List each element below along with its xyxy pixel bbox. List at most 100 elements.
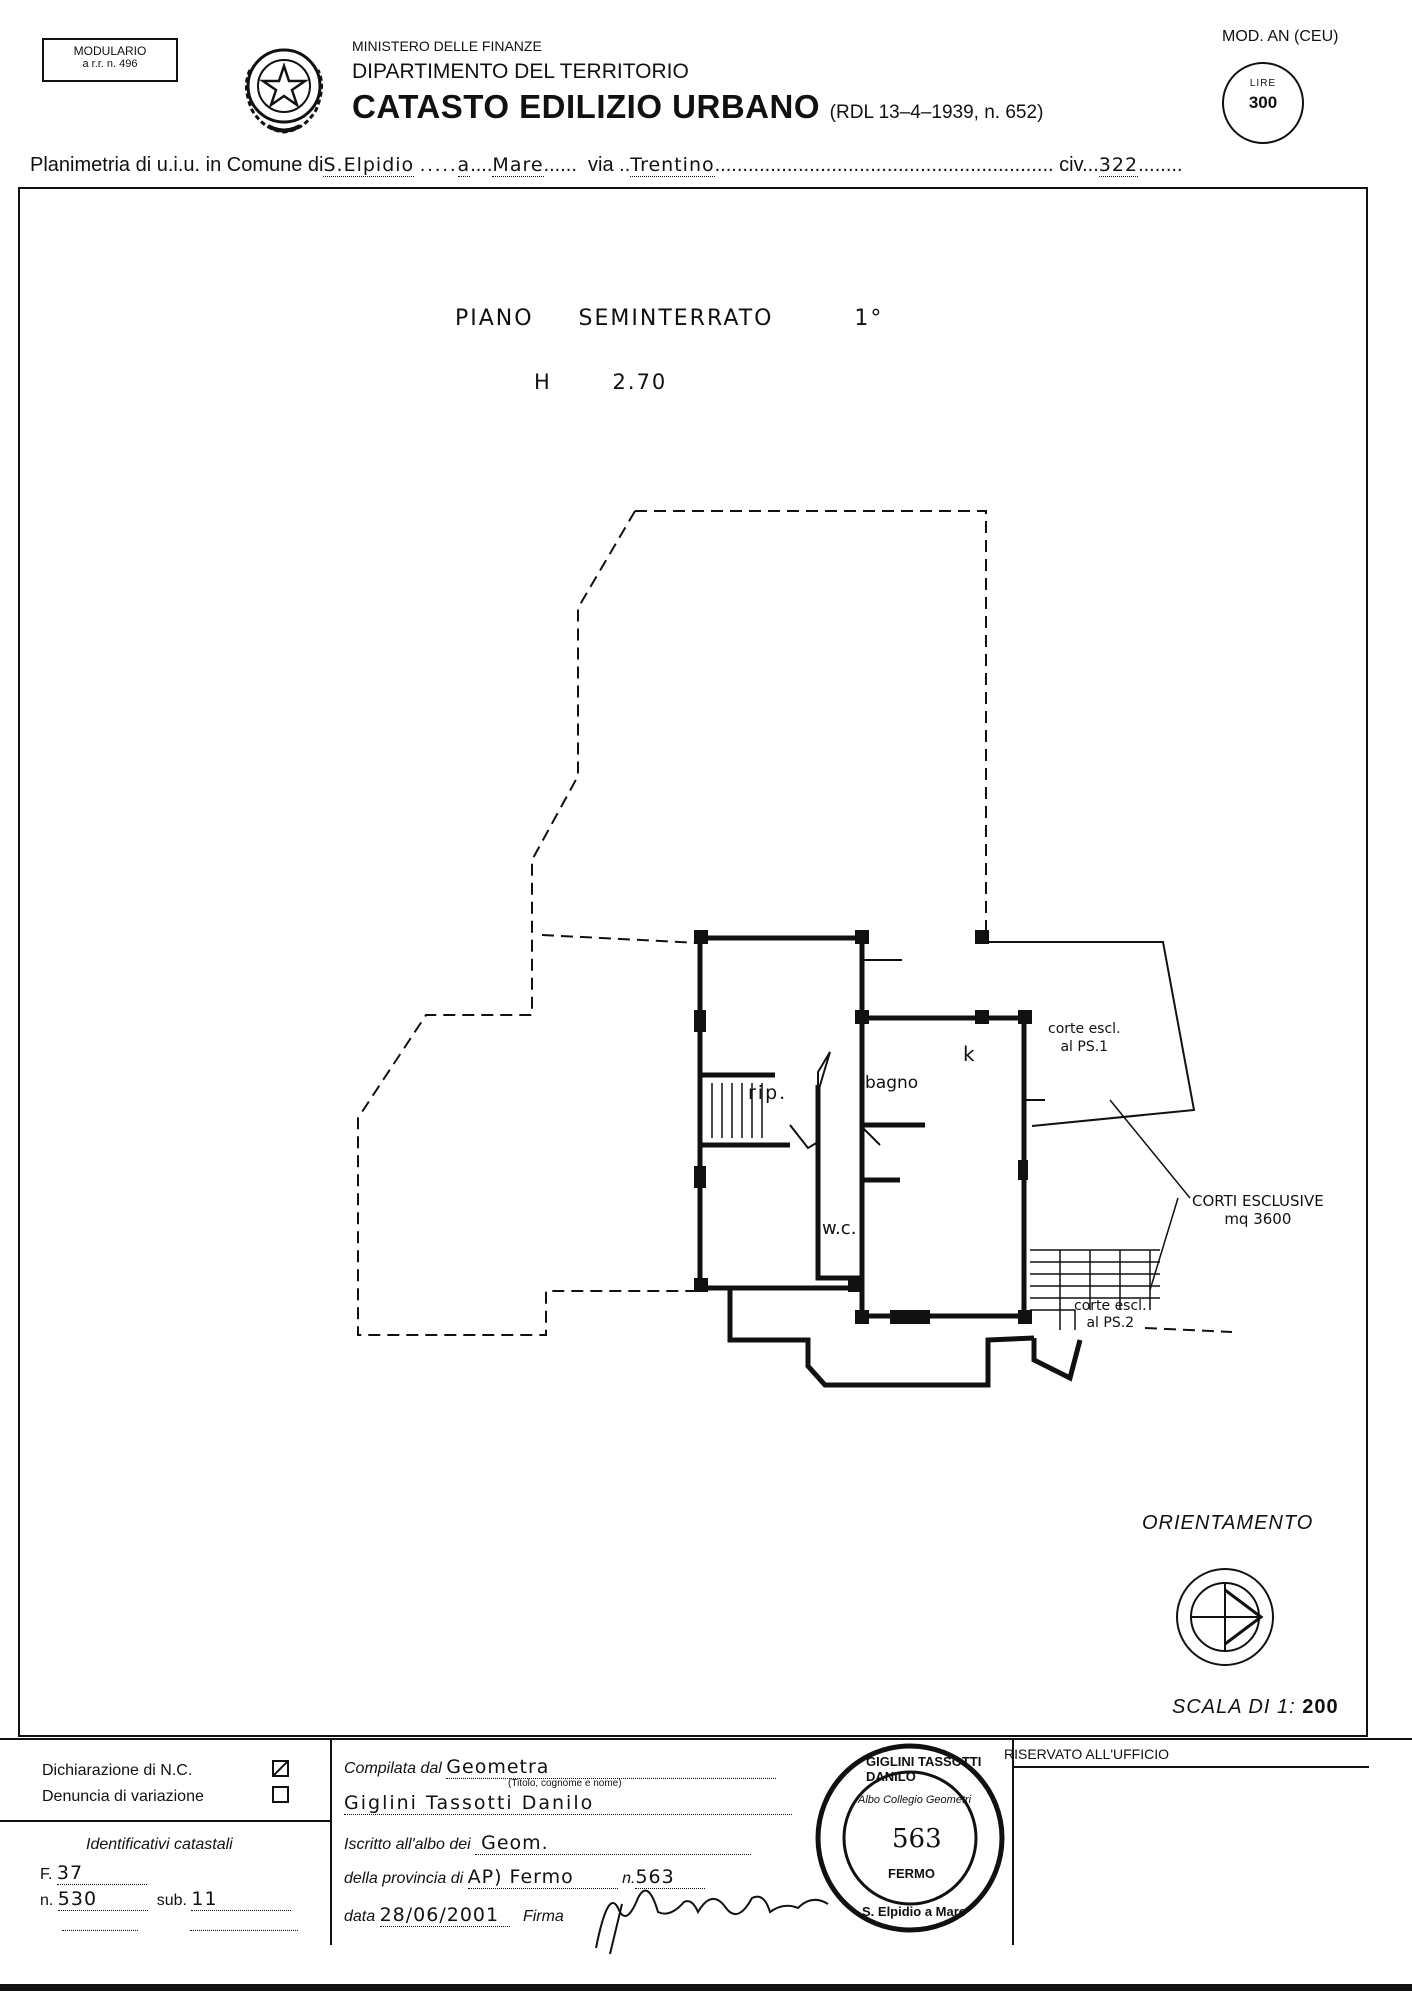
compass-icon xyxy=(1176,1568,1274,1666)
province-row: della provincia di AP) Fermo n.563 xyxy=(344,1866,706,1889)
floor-height: H 2.70 xyxy=(534,370,667,394)
compiled-by-row: Compilata dal Geometra xyxy=(344,1756,777,1779)
model-code: MOD. AN (CEU) xyxy=(1222,28,1339,45)
date-value: 28/06/2001 xyxy=(379,1904,510,1927)
variation-report-label: Denuncia di variazione xyxy=(42,1788,204,1805)
floor-type: SEMINTERRATO xyxy=(578,306,774,331)
stamp-bottom-text: S. Elpidio a Mare xyxy=(862,1904,967,1919)
plan-prefix: Planimetria di u.i.u. in Comune di xyxy=(30,154,324,176)
register-value: Geom. xyxy=(475,1832,752,1855)
sub-value: 11 xyxy=(191,1888,292,1911)
courtyard-1-label: corte escl. al PS.1 xyxy=(1048,1020,1121,1056)
courtyard-2-label: corte escl. al PS.2 xyxy=(1074,1298,1147,1332)
sheet-f-label: F. xyxy=(40,1866,53,1883)
footer-divider-right xyxy=(1012,1740,1014,1945)
extra-field-1 xyxy=(62,1930,138,1931)
via-value: Trentino xyxy=(630,154,715,177)
checkmark-icon xyxy=(274,1762,287,1775)
republic-emblem-icon xyxy=(245,48,323,134)
parcel-row: n. 530 sub. 11 xyxy=(40,1888,292,1911)
office-reserved-label: RISERVATO ALL'UFFICIO xyxy=(1004,1746,1170,1762)
scale-label: SCALA DI 1: 200 xyxy=(1172,1696,1339,1719)
scale-value: 200 xyxy=(1302,1696,1339,1718)
stamp-top-text: GIGLINI TASSOTTI DANILO xyxy=(866,1754,982,1784)
civ-value: 322 xyxy=(1098,154,1139,177)
lot-boundary xyxy=(357,510,1233,1336)
register-number-value: 563 xyxy=(635,1866,706,1889)
register-label: Iscritto all'albo dei xyxy=(344,1836,471,1853)
compiled-by-label: Compilata dal xyxy=(344,1760,442,1777)
courtyard-1-line1: corte escl. xyxy=(1048,1021,1121,1037)
comune-value: S.Elpidio xyxy=(323,154,415,177)
title-name-hint: (Titolo, cognome e nome) xyxy=(508,1778,622,1789)
sheet-f-row: F. 37 xyxy=(40,1862,147,1885)
wall-columns xyxy=(694,930,1032,1324)
doors xyxy=(789,959,1045,1150)
height-label: H xyxy=(534,370,552,394)
via-label: via xyxy=(588,154,614,176)
parcel-label: n. xyxy=(40,1892,54,1909)
scale-prefix: SCALA DI 1: xyxy=(1172,1696,1296,1718)
room-wc-label: w.c. xyxy=(822,1218,857,1239)
surveyor-name-row: Giglini Tassotti Danilo xyxy=(344,1792,792,1815)
footer-left-rule xyxy=(0,1820,331,1822)
stamp-mid-text: Albo Collegio Geometri xyxy=(858,1794,972,1806)
courtyard-2-line2: al PS.2 xyxy=(1086,1315,1135,1331)
fee-currency: LIRE xyxy=(1249,78,1277,89)
exclusive-courtyards-label: CORTI ESCLUSIVE mq 3600 xyxy=(1192,1192,1324,1228)
building-walls xyxy=(697,935,1083,1388)
modulario-box: MODULARIO a r.r. n. 496 xyxy=(42,38,178,82)
sheet-bottom-edge xyxy=(0,1984,1412,1991)
room-kitchen-label: k xyxy=(963,1042,975,1066)
signature-icon xyxy=(595,1889,829,1955)
catasto-title-text: CATASTO EDILIZIO URBANO xyxy=(352,88,820,125)
register-number-label: n. xyxy=(622,1870,636,1887)
parcel-value: 530 xyxy=(57,1888,148,1911)
courtyard-outline xyxy=(986,941,1196,1127)
floor-number: 1° xyxy=(854,306,884,331)
sheet-f-value: 37 xyxy=(56,1862,147,1885)
ministry-name: MINISTERO DELLE FINANZE xyxy=(352,38,542,54)
footer-divider-left xyxy=(330,1740,332,1945)
exclusive-courtyards-line2: mq 3600 xyxy=(1224,1210,1292,1228)
province-value: AP) Fermo xyxy=(467,1866,618,1889)
fee-circle: LIRE 300 xyxy=(1222,62,1304,144)
modulario-label: MODULARIO xyxy=(73,44,147,58)
courtyard-2-line1: corte escl. xyxy=(1074,1298,1147,1314)
footer-right-rule xyxy=(1013,1766,1369,1768)
room-bathroom-label: bagno xyxy=(865,1073,919,1093)
cadastral-ids-label: Identificativi catastali xyxy=(86,1836,233,1853)
declaration-nc-checkbox[interactable] xyxy=(272,1760,289,1777)
floor-word: PIANO xyxy=(455,306,534,331)
drawing-frame xyxy=(18,187,1368,1737)
signature-label: Firma xyxy=(522,1908,564,1925)
fee-value: 300 xyxy=(1248,93,1278,112)
date-row: data 28/06/2001 Firma xyxy=(344,1904,564,1927)
variation-report-checkbox[interactable] xyxy=(272,1786,289,1803)
surveyor-stamp: GIGLINI TASSOTTI DANILO Albo Collegio Ge… xyxy=(812,1740,1008,1936)
surveyor-name: Giglini Tassotti Danilo xyxy=(344,1792,792,1815)
exclusive-courtyards-line1: CORTI ESCLUSIVE xyxy=(1192,1192,1324,1210)
footer-top-rule xyxy=(0,1738,1412,1740)
leader-lines xyxy=(1109,1099,1191,1291)
extra-field-2 xyxy=(190,1930,298,1931)
catasto-title: CATASTO EDILIZIO URBANO (RDL 13–4–1939, … xyxy=(352,88,1043,126)
sub-label: sub. xyxy=(156,1892,187,1909)
compiled-by-value: Geometra xyxy=(446,1756,777,1779)
civ-label: civ. xyxy=(1059,154,1088,176)
declaration-nc-label: Dichiarazione di N.C. xyxy=(42,1762,193,1779)
register-row: Iscritto all'albo dei Geom. xyxy=(344,1832,752,1855)
modulario-ref: a r.r. n. 496 xyxy=(82,58,138,70)
stamp-number: 563 xyxy=(892,1824,942,1854)
province-label: della provincia di xyxy=(344,1870,464,1887)
courtyard-1-line2: al PS.1 xyxy=(1060,1039,1109,1055)
floor-title: PIANO SEMINTERRATO 1° xyxy=(455,306,883,331)
date-label: data xyxy=(344,1908,376,1925)
orientation-label: ORIENTAMENTO xyxy=(1142,1512,1314,1534)
stamp-city: FERMO xyxy=(888,1866,935,1881)
comune-suffix: Mare xyxy=(492,154,544,177)
room-storage-label: rip. xyxy=(748,1082,788,1104)
rdl-reference: (RDL 13–4–1939, n. 652) xyxy=(829,102,1044,123)
a-label: a xyxy=(457,154,471,177)
